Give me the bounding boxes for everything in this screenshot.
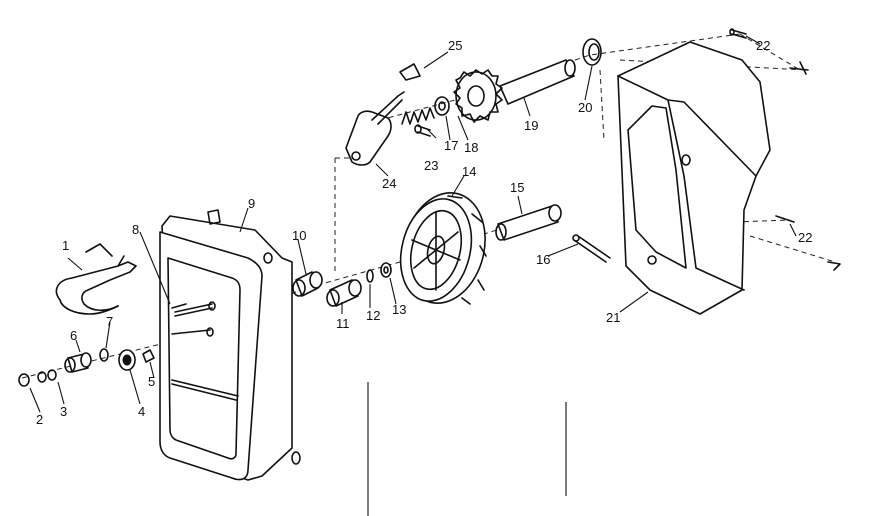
part-12-washer: [366, 269, 374, 283]
callout-22-top: 22: [756, 38, 770, 53]
callout-16: 16: [536, 252, 550, 267]
part-19-pinion: [453, 59, 576, 123]
part-24-lever: [345, 91, 405, 166]
part-2-washer: [18, 373, 30, 387]
part-13-nut: [380, 262, 392, 278]
part-6-spacer: [64, 352, 92, 373]
callout-labels: 1 2 3 4 5 6 7 8 9 10 11 12 13 14 15 16 1…: [36, 38, 812, 427]
callout-13: 13: [392, 302, 406, 317]
callout-15: 15: [510, 180, 524, 195]
part-3-nut: [37, 369, 57, 383]
callout-10: 10: [292, 228, 306, 243]
part-15-shaft: [495, 204, 562, 241]
leader-lines: [29, 35, 797, 413]
callout-6: 6: [70, 328, 77, 343]
callout-18: 18: [464, 140, 478, 155]
callout-25: 25: [448, 38, 462, 53]
part-20-ring: [582, 38, 602, 66]
callout-23: 23: [424, 158, 438, 173]
reference-lines: [367, 382, 567, 516]
callout-24: 24: [382, 176, 396, 191]
callout-20: 20: [578, 100, 592, 115]
part-1-bracket: [55, 243, 137, 315]
part-8-pin: [171, 303, 187, 309]
callout-8: 8: [132, 222, 139, 237]
callout-12: 12: [366, 308, 380, 323]
callout-9: 9: [248, 196, 255, 211]
callout-2: 2: [36, 412, 43, 427]
part-4-bearing: [118, 349, 136, 371]
part-22-screw-top: [729, 28, 747, 39]
callout-21: 21: [606, 310, 620, 325]
part-21-cover: [617, 41, 771, 315]
callout-1: 1: [62, 238, 69, 253]
part-18-washer: [434, 96, 450, 116]
part-14-gear: [399, 192, 487, 305]
part-10-bushing: [292, 271, 323, 297]
part-7-washer: [99, 348, 109, 362]
callout-4: 4: [138, 404, 145, 419]
callout-14: 14: [462, 164, 476, 179]
part-11-bushing: [326, 279, 362, 307]
callout-17: 17: [444, 138, 458, 153]
callout-5: 5: [148, 374, 155, 389]
part-22-screw-mid: [789, 61, 809, 75]
part-22-screw-lower: [775, 215, 841, 271]
part-25-tip: [399, 63, 421, 81]
part-5-clip: [142, 349, 155, 363]
part-23-screw: [414, 124, 431, 137]
callout-22-bottom: 22: [798, 230, 812, 245]
callout-7: 7: [106, 314, 113, 329]
part-16-pin: [572, 234, 611, 263]
callout-3: 3: [60, 404, 67, 419]
part-9-housing-plate: [159, 209, 301, 481]
part-17-spring: [401, 107, 435, 125]
callout-11: 11: [336, 316, 350, 331]
callout-19: 19: [524, 118, 538, 133]
